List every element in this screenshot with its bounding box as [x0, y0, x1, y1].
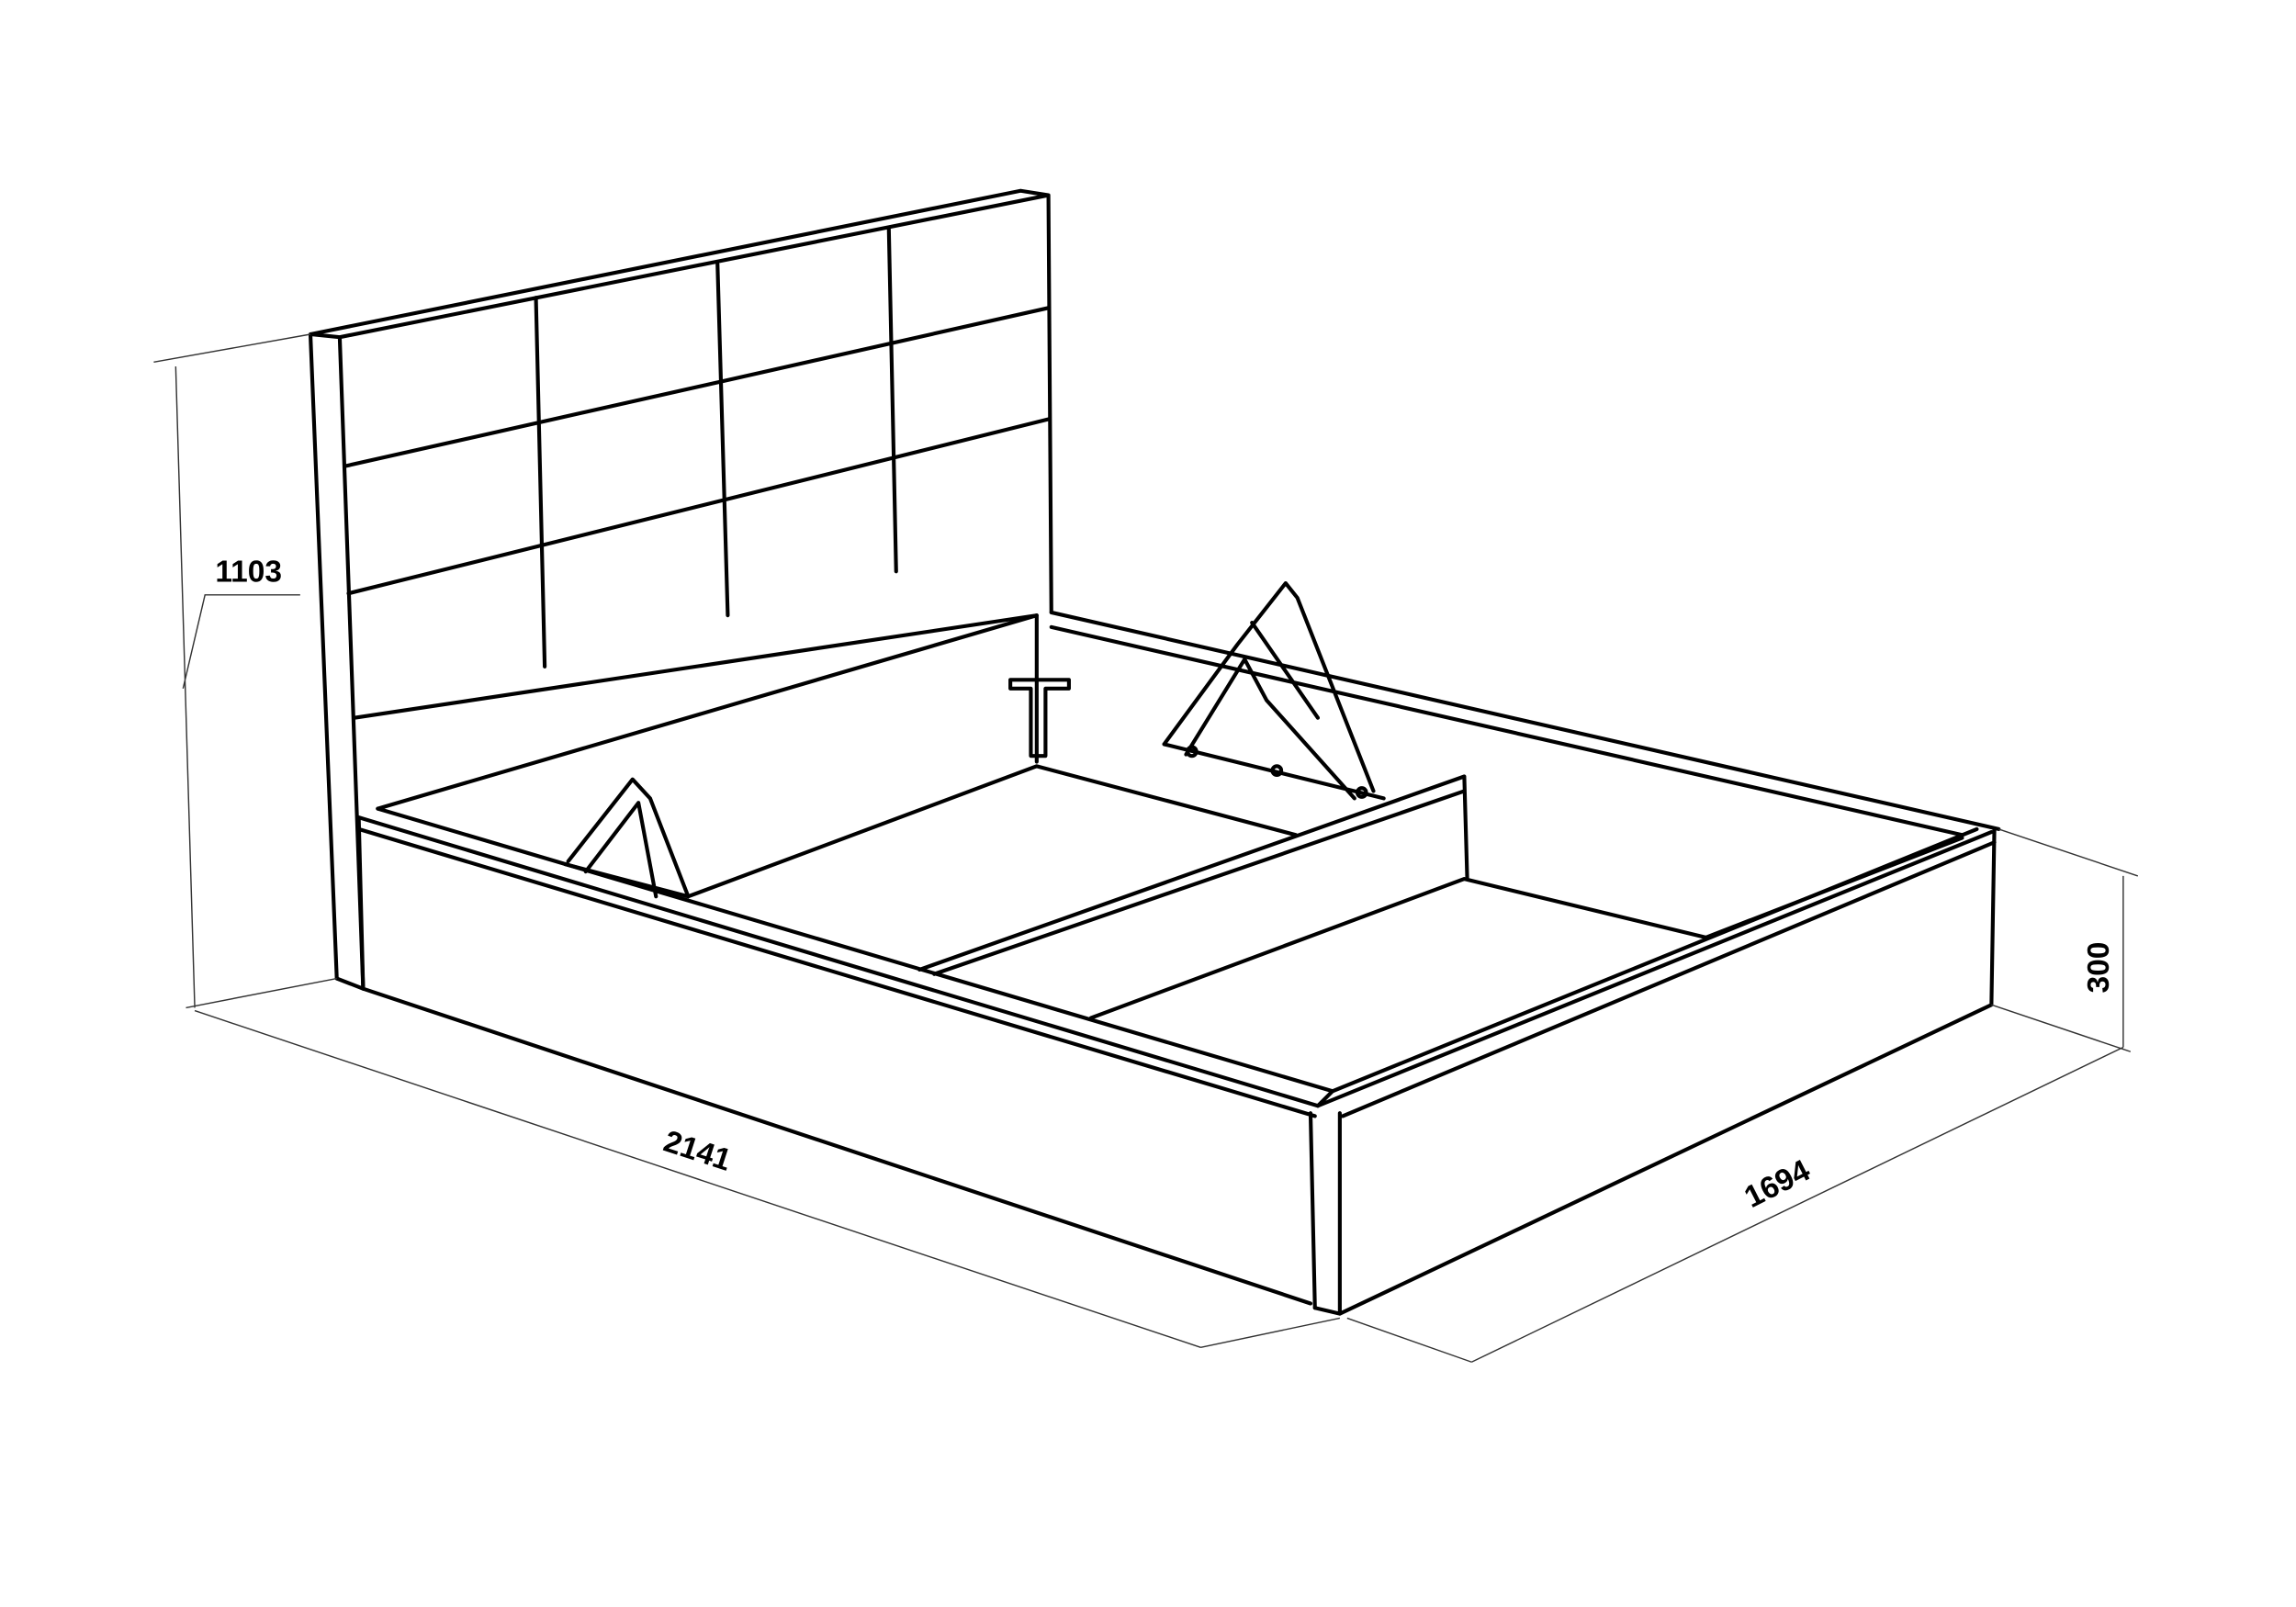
right-rail-inner [1049, 624, 1964, 939]
bracket [1008, 678, 1071, 759]
headboard [308, 188, 1053, 991]
lift-mechanism-right [1162, 580, 1386, 801]
headboard-tufting-grid [343, 227, 1051, 720]
bed-frame [356, 610, 2001, 1316]
center-divider [917, 774, 1469, 976]
lift-mechanism-left [563, 777, 691, 899]
dimension-height-label: 1103 [215, 555, 282, 589]
foot-rail [1312, 826, 1997, 1316]
dimension-frame-height-label: 300 [2082, 942, 2116, 994]
base-panels [686, 764, 1708, 1020]
dimension-lines [153, 333, 2139, 1363]
left-side-rail [356, 806, 1334, 1310]
dimension-width-label: 1694 [1739, 1153, 1816, 1215]
